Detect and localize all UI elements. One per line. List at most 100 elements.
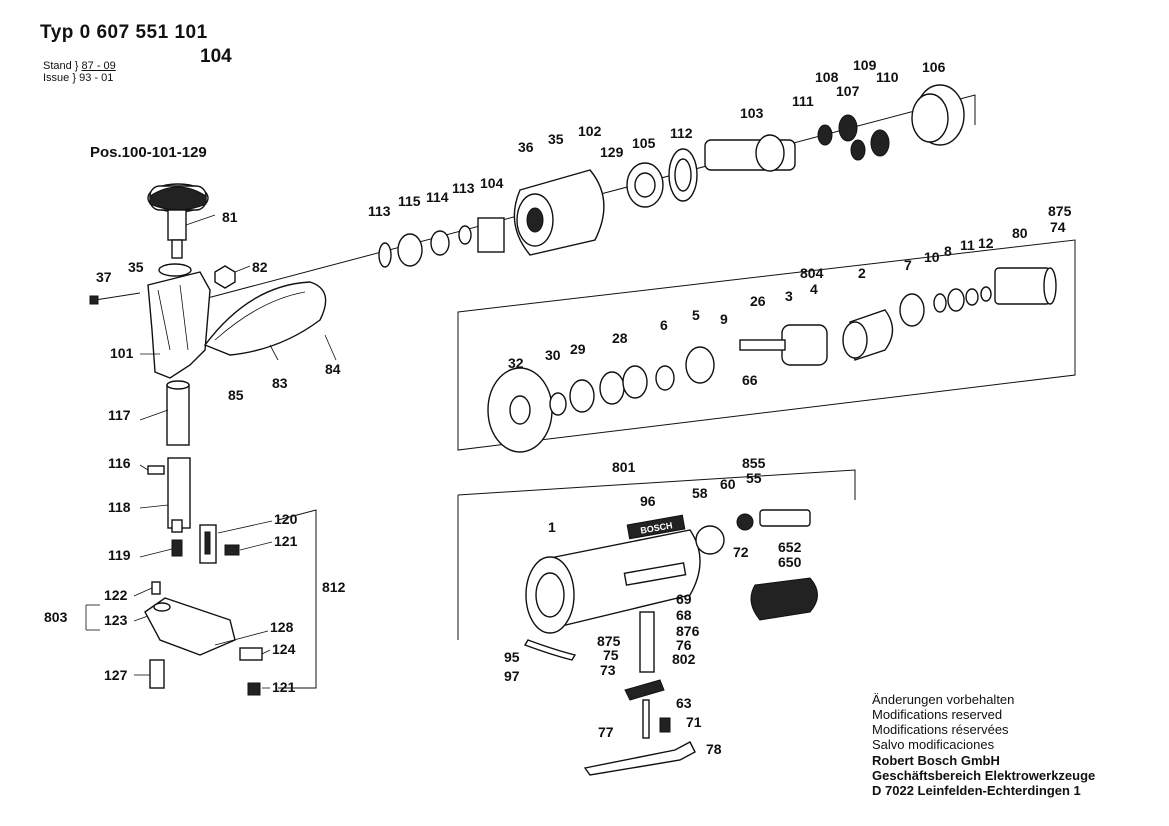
nut-82 bbox=[214, 265, 236, 289]
issue-label: Issue bbox=[43, 72, 70, 84]
part-label: 37 bbox=[96, 269, 112, 285]
part-label: 812 bbox=[322, 579, 346, 595]
part-label: 103 bbox=[740, 105, 764, 121]
issue-row: Issue } 93 - 01 bbox=[43, 72, 114, 84]
company-line: D 7022 Leinfelden-Echterdingen 1 bbox=[872, 783, 1081, 798]
lever-77 bbox=[583, 741, 696, 776]
pin-122 bbox=[151, 581, 161, 595]
part-label: 85 bbox=[228, 387, 244, 403]
note-line: Salvo modificaciones bbox=[872, 737, 995, 752]
part-label: 1 bbox=[548, 519, 556, 535]
valve-73 bbox=[624, 611, 665, 701]
part-label: 78 bbox=[706, 741, 722, 757]
stand-issue-block: Stand } 87 - 09 Issue } 93 - 01 bbox=[43, 60, 116, 84]
frame-top-assembly bbox=[199, 94, 976, 301]
frame-head-assembly bbox=[277, 509, 317, 689]
part-label: 122 bbox=[104, 587, 128, 603]
part-label: 75 bbox=[603, 647, 619, 663]
part-label: 114 bbox=[426, 189, 449, 205]
pin-116 bbox=[147, 465, 165, 475]
part-label: 104 bbox=[480, 175, 504, 191]
part-label: 84 bbox=[325, 361, 341, 377]
part-label: 29 bbox=[570, 341, 586, 357]
part-label: 28 bbox=[612, 330, 628, 346]
part-label: 83 bbox=[272, 375, 288, 391]
part-label: 3 bbox=[785, 288, 793, 304]
screw-37 bbox=[89, 292, 141, 305]
part-label: 10 bbox=[924, 249, 940, 265]
stand-row: Stand } 87 - 09 bbox=[43, 60, 116, 72]
block-124 bbox=[239, 647, 263, 661]
part-label: 63 bbox=[676, 695, 692, 711]
part-label: 101 bbox=[110, 345, 134, 361]
gears-107-108 bbox=[817, 114, 890, 161]
position-title: Pos.100-101-129 bbox=[90, 144, 207, 161]
part-label: 127 bbox=[104, 667, 128, 683]
part-label: 119 bbox=[108, 547, 131, 563]
rotor-3 bbox=[739, 324, 828, 366]
part-label: 12 bbox=[978, 235, 994, 251]
part-label: 77 bbox=[598, 724, 614, 740]
part-label: 111 bbox=[792, 93, 814, 109]
motor-housing-1 bbox=[525, 529, 701, 634]
part-label: 32 bbox=[508, 355, 524, 371]
part-label: 73 bbox=[600, 662, 616, 678]
part-label: 96 bbox=[640, 493, 656, 509]
part-label: 802 bbox=[672, 651, 696, 667]
company-line: Robert Bosch GmbH bbox=[872, 753, 1000, 768]
part-label: 95 bbox=[504, 649, 520, 665]
modification-notes: Änderungen vorbehalten Modifications res… bbox=[872, 692, 1014, 752]
bearing-10-8-11-12 bbox=[933, 286, 992, 313]
part-label: 109 bbox=[853, 57, 877, 73]
spring-71 bbox=[659, 717, 671, 733]
part-label: 113 bbox=[452, 180, 475, 196]
part-label: 36 bbox=[518, 139, 534, 155]
leader-lines bbox=[85, 214, 337, 689]
screw-121b bbox=[247, 682, 261, 696]
filter-650 bbox=[750, 577, 818, 621]
note-line: Änderungen vorbehalten bbox=[872, 692, 1015, 707]
sleeve-80 bbox=[994, 267, 1057, 305]
issue-value: 93 - 01 bbox=[79, 72, 114, 84]
part-label: 803 bbox=[44, 609, 68, 625]
part-label: 112 bbox=[670, 125, 693, 141]
part-label: 115 bbox=[398, 193, 421, 209]
part-label: 876 bbox=[676, 623, 700, 639]
end-plate-32 bbox=[487, 367, 553, 453]
part-label: 118 bbox=[108, 499, 131, 515]
part-label: 120 bbox=[274, 511, 298, 527]
part-label: 72 bbox=[733, 544, 749, 560]
frame-housing-assembly bbox=[457, 469, 856, 640]
part-label: 124 bbox=[272, 641, 296, 657]
company-line: Geschäftsbereich Elektrowerkzeuge bbox=[872, 768, 1096, 783]
part-label: 26 bbox=[750, 293, 766, 309]
company-address: Robert Bosch GmbH Geschäftsbereich Elekt… bbox=[872, 753, 1095, 798]
sleeve-117 bbox=[166, 380, 190, 446]
bearing-113-115-114 bbox=[378, 217, 505, 268]
washer-112 bbox=[668, 148, 698, 202]
part-label: 875 bbox=[1048, 203, 1072, 219]
part-label: 652 bbox=[778, 539, 802, 555]
part-label: 6 bbox=[660, 317, 668, 333]
blade-guard-83 bbox=[203, 281, 327, 356]
part-label: 11 bbox=[960, 237, 975, 253]
part-label: 102 bbox=[578, 123, 602, 139]
part-label: 35 bbox=[128, 259, 144, 275]
inlet-652 bbox=[736, 509, 811, 531]
part-label: 2 bbox=[858, 265, 866, 281]
clip-95 bbox=[523, 639, 577, 661]
frame-motor-assembly bbox=[457, 239, 1076, 451]
part-label: 129 bbox=[600, 144, 624, 160]
part-label: 108 bbox=[815, 69, 839, 85]
type-number-suffix: 104 bbox=[200, 46, 232, 67]
part-label: 801 bbox=[612, 459, 636, 475]
bearing-6-5 bbox=[655, 346, 715, 391]
part-label: 121 bbox=[274, 533, 298, 549]
housing-102 bbox=[513, 169, 605, 256]
part-label: 855 bbox=[742, 455, 766, 471]
part-label: 80 bbox=[1012, 225, 1028, 241]
part-label: 74 bbox=[1050, 219, 1066, 235]
part-label: 107 bbox=[836, 83, 860, 99]
part-label: 82 bbox=[252, 259, 268, 275]
